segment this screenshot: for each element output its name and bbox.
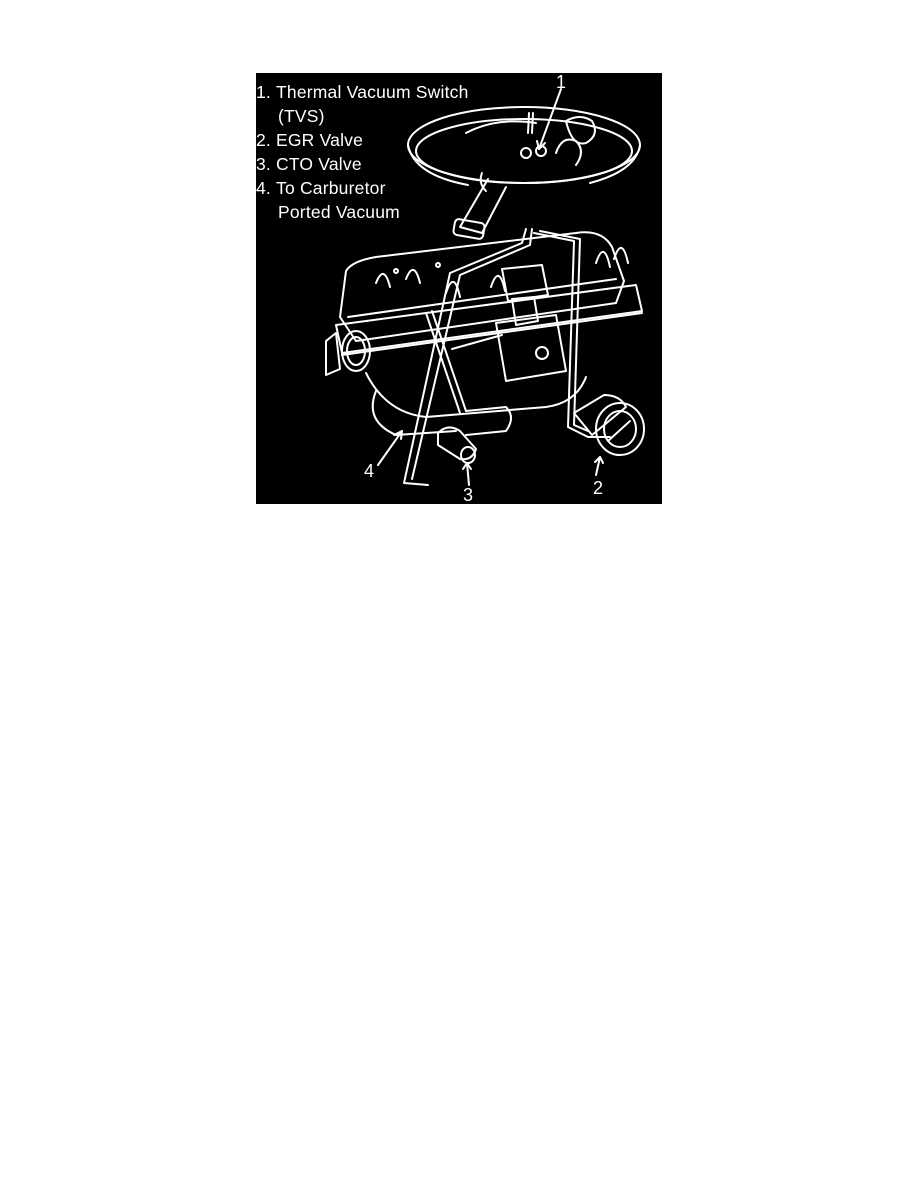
egr-valve-icon [573, 394, 627, 436]
legend-item-carburetor: 4.To Carburetor [256, 178, 386, 198]
callout-arrow-2 [595, 456, 601, 476]
legend-item-cto-valve: 3.CTO Valve [256, 154, 362, 174]
diagram-legend: 1.Thermal Vacuum Switch (TVS) 2.EGR Valv… [256, 80, 469, 224]
callout-label-2: 2 [593, 478, 604, 498]
callout-arrow-3 [466, 462, 470, 486]
callout-label-1: 1 [556, 73, 567, 92]
callout-label-3: 3 [463, 485, 474, 504]
legend-item-tvs-continuation: (TVS) [278, 106, 325, 126]
vacuum-hose-icon [403, 228, 527, 486]
callout-arrow-4 [377, 430, 403, 466]
legend-item-tvs: 1.Thermal Vacuum Switch [256, 82, 469, 102]
engine-vacuum-diagram: 1.Thermal Vacuum Switch (TVS) 2.EGR Valv… [256, 73, 662, 504]
legend-item-egr-valve: 2.EGR Valve [256, 130, 364, 150]
legend-item-carburetor-continuation: Ported Vacuum [278, 202, 400, 222]
callout-label-4: 4 [364, 461, 375, 481]
callout-arrow-1 [538, 88, 562, 150]
engine-illustration [325, 88, 645, 486]
